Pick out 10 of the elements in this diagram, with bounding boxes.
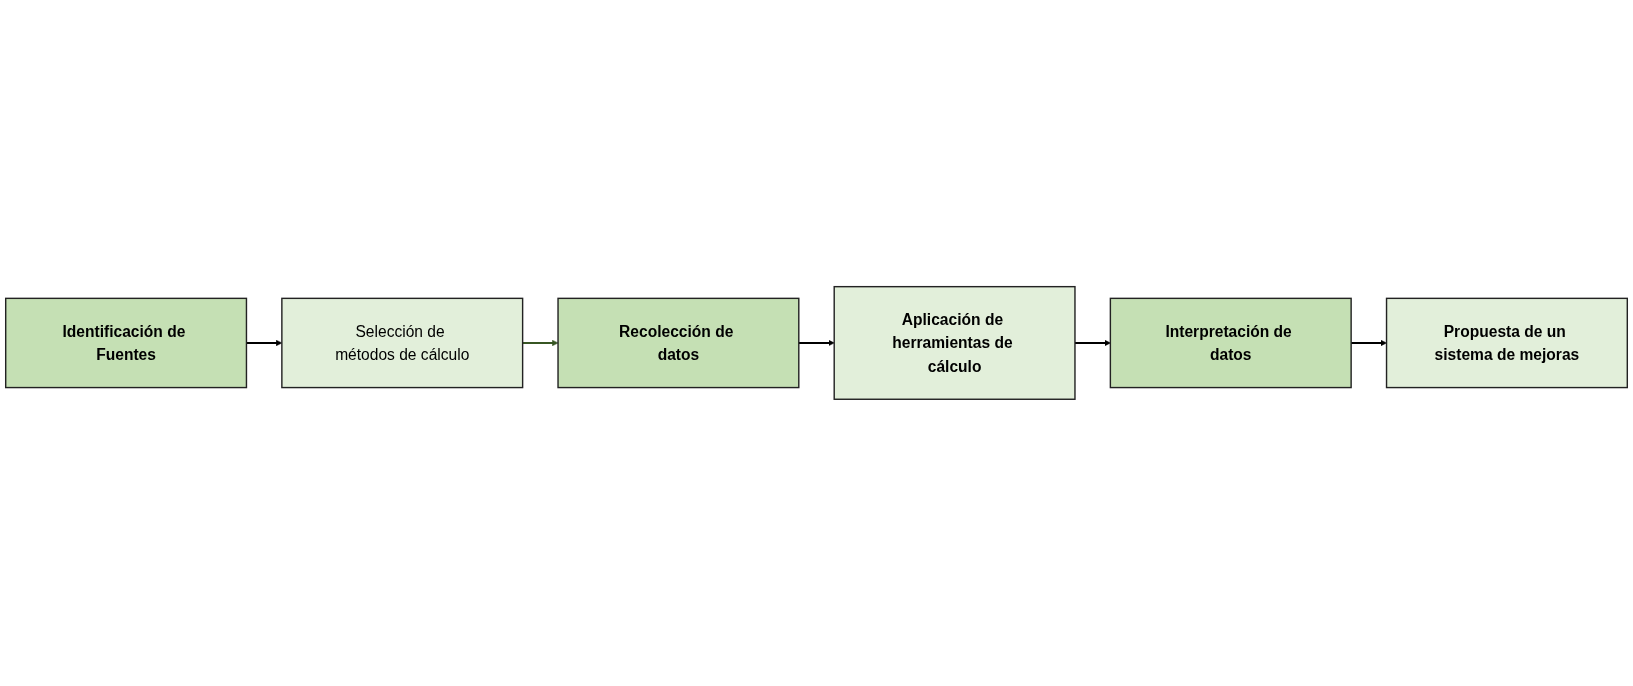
arrow [1351, 339, 1387, 347]
node-box: Propuesta de un sistema de mejoras [1385, 297, 1628, 389]
arrow [1074, 339, 1111, 347]
node-box: Identificación de Fuentes [5, 297, 248, 389]
node-box: Aplicación de herramientas de cálculo [833, 286, 1076, 400]
arrow [522, 339, 559, 347]
node-box: Recolección de datos [557, 297, 800, 389]
node-box: Interpretación de datos [1109, 297, 1352, 389]
arrow [798, 339, 835, 347]
node-box: Selección de métodos de cálculo [281, 297, 524, 389]
